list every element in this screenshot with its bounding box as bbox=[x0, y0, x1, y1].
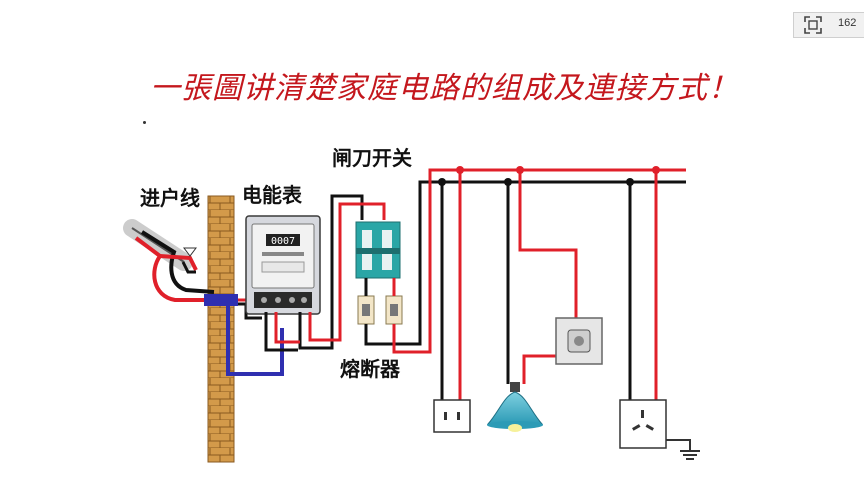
brick-wall bbox=[207, 195, 235, 463]
wall-feedthrough bbox=[204, 294, 238, 306]
meter-reading: 0007 bbox=[271, 236, 295, 247]
page-title: 一張圖讲清楚家庭电路的组成及連接方式！ bbox=[150, 71, 739, 106]
page-counter: 162 bbox=[838, 17, 857, 29]
electric-meter: 0007 bbox=[245, 215, 321, 315]
incoming-wires bbox=[123, 219, 215, 302]
label-electric-meter: 电能表 bbox=[242, 183, 303, 207]
decorative-dot bbox=[143, 121, 146, 124]
socket-icon bbox=[433, 399, 471, 433]
switch-icon bbox=[555, 317, 603, 365]
knife-switch bbox=[355, 221, 401, 279]
ground-wire bbox=[226, 306, 284, 376]
label-knife-switch: 闸刀开关 bbox=[332, 146, 412, 170]
viewer-toolbar: 162 bbox=[793, 12, 864, 38]
lamp-icon bbox=[486, 382, 544, 432]
label-incoming-line: 进户线 bbox=[140, 186, 200, 210]
ground-icon bbox=[680, 450, 700, 460]
fuse-pair bbox=[357, 295, 403, 325]
socket-icon bbox=[619, 399, 667, 449]
label-fuse: 熔断器 bbox=[340, 357, 401, 381]
fullscreen-icon[interactable] bbox=[804, 16, 822, 34]
